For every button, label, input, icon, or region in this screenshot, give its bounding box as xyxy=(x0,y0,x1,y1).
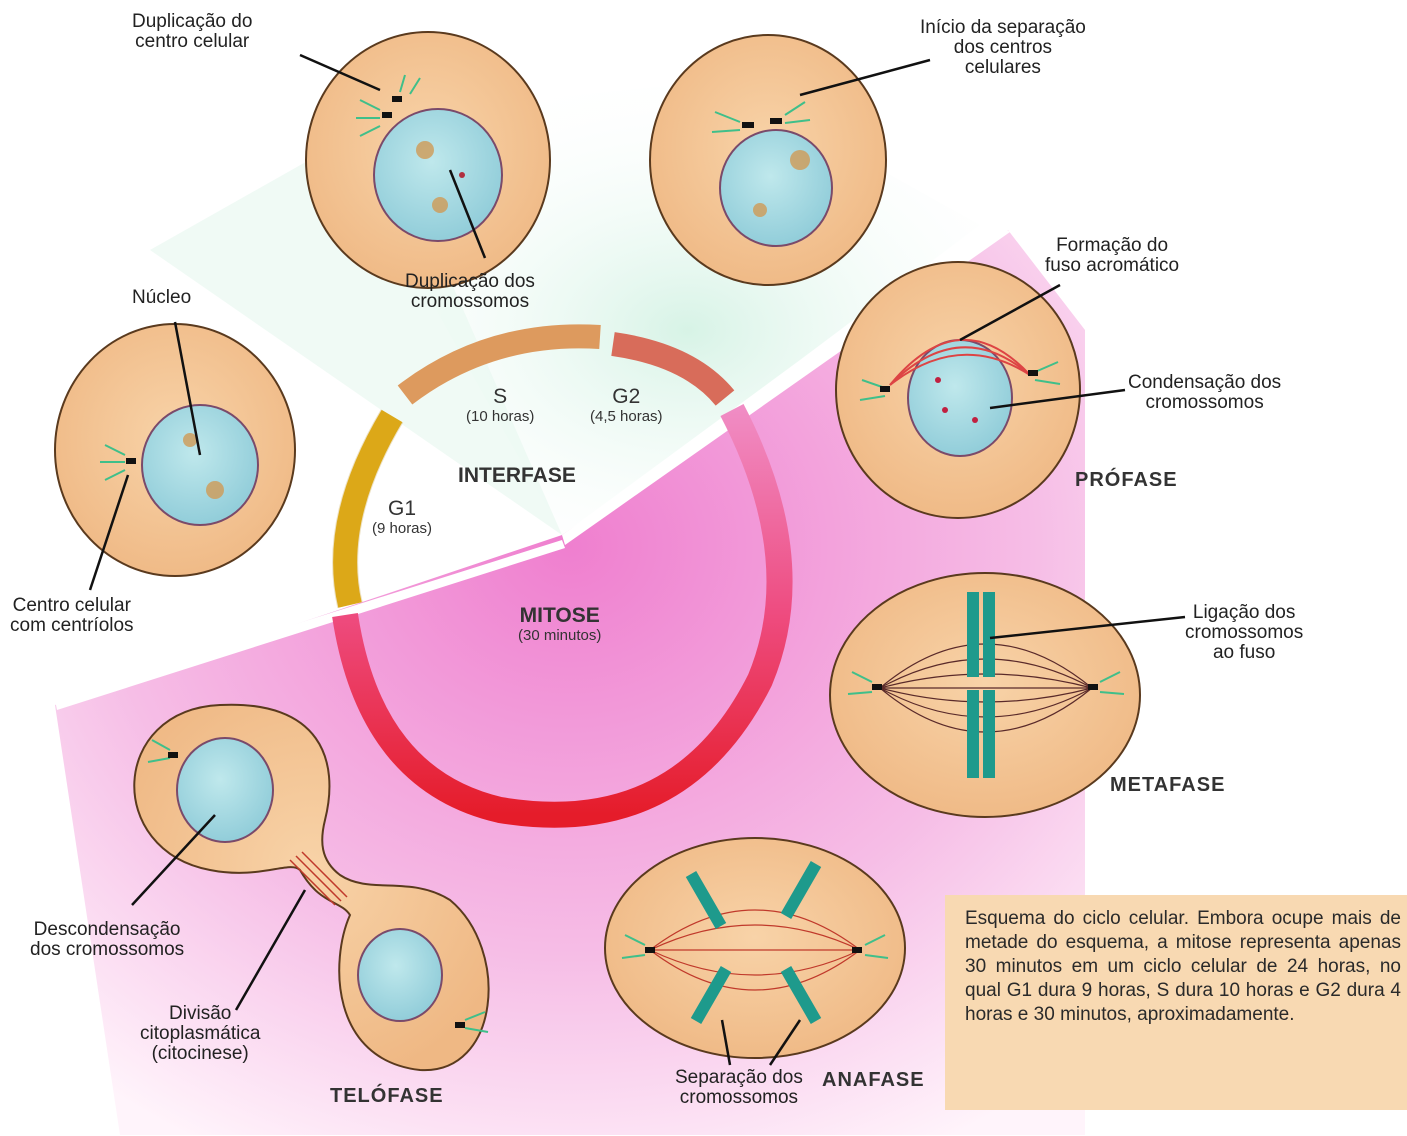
phase-metaphase: METAFASE xyxy=(1110,775,1225,795)
cell-anaphase xyxy=(605,838,905,1058)
cycle-g2: G2(4,5 horas) xyxy=(590,386,663,425)
phase-anaphase: ANAFASE xyxy=(822,1070,925,1090)
phase-telophase: TELÓFASE xyxy=(330,1086,444,1106)
cell-centrosome-separation xyxy=(650,35,886,285)
cycle-g1: G1(9 horas) xyxy=(372,498,432,537)
cell-metaphase xyxy=(830,573,1140,817)
cell-centrosome-duplication xyxy=(306,32,550,288)
phase-prophase: PRÓFASE xyxy=(1075,470,1178,490)
label-nucleus: Núcleo xyxy=(132,288,191,308)
cell-g1 xyxy=(55,324,295,576)
cell-prophase xyxy=(836,262,1080,518)
caption-box: Esquema do ciclo celular. Embora ocupe m… xyxy=(945,895,1407,1110)
cycle-s: S(10 horas) xyxy=(466,386,534,425)
cycle-interphase: INTERFASE xyxy=(458,466,576,486)
cycle-mitosis: MITOSE(30 minutos) xyxy=(518,605,601,644)
